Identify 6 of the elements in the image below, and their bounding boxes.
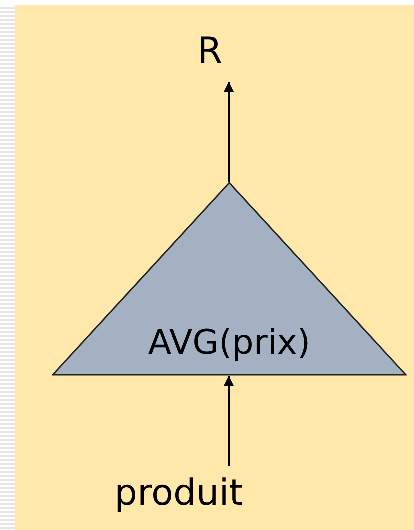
operator-label: AVG(prix)	[147, 323, 312, 364]
aggregation-triangle	[52, 182, 407, 376]
arrow	[224, 82, 234, 182]
relation-label: R	[196, 30, 224, 74]
relation-label: produit	[114, 472, 244, 516]
arrow	[224, 376, 234, 466]
